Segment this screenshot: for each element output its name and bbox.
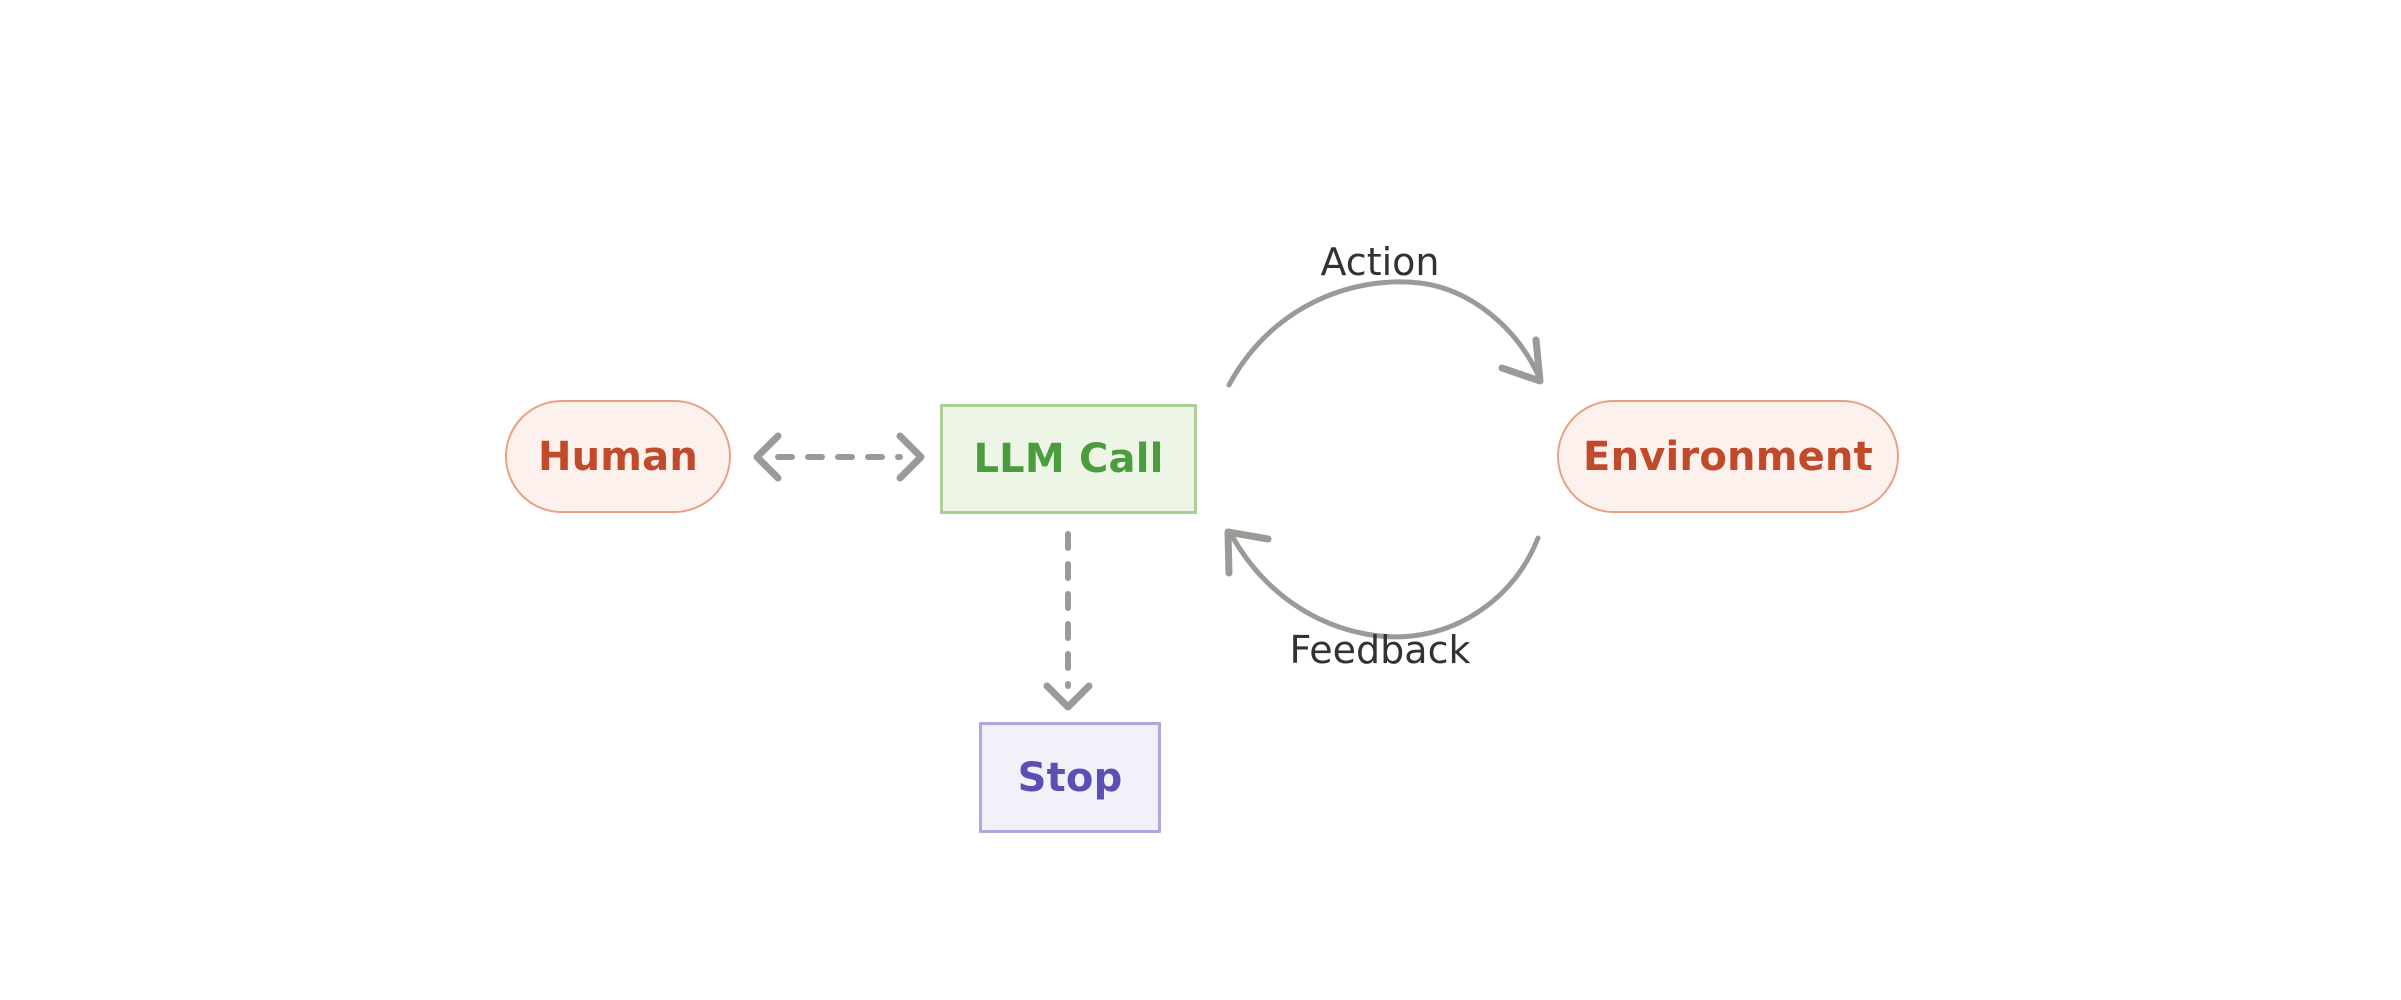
node-stop[interactable]: Stop [979, 722, 1161, 833]
edge-human-llm-call [753, 432, 925, 482]
edge-llm-call-stop [1043, 531, 1093, 711]
node-environment[interactable]: Environment [1557, 400, 1899, 513]
edge-feedback [1224, 528, 1541, 640]
node-llm-call[interactable]: LLM Call [940, 404, 1197, 514]
edge-label-action: Action [1320, 240, 1440, 284]
edge-action [1226, 279, 1544, 388]
edge-label-feedback: Feedback [1289, 628, 1471, 672]
node-human[interactable]: Human [505, 400, 731, 513]
